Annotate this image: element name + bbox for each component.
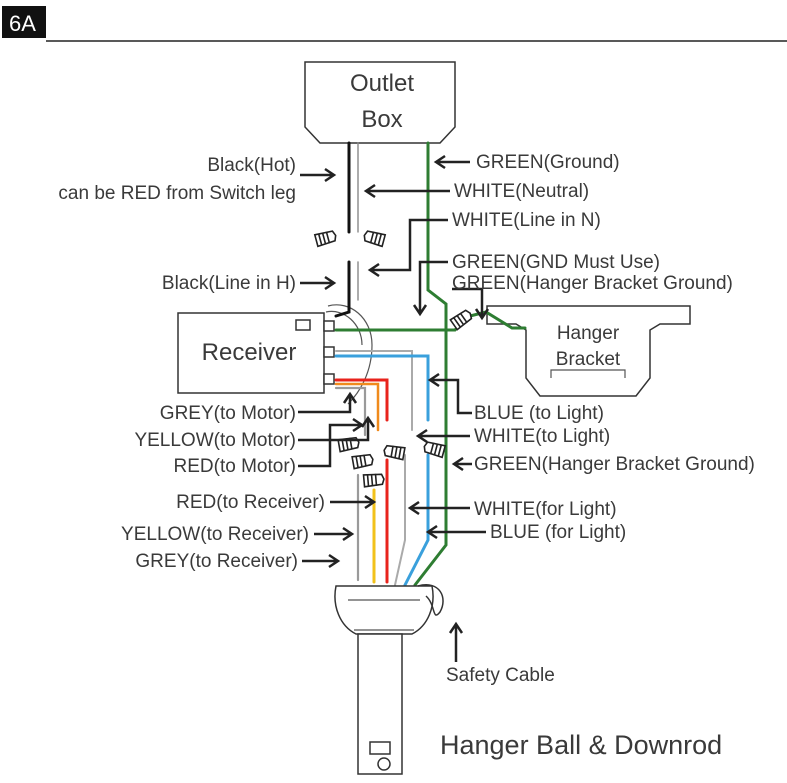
label-hanger-ball-downrod: Hanger Ball & Downrod	[440, 730, 722, 760]
wire-nut-icon	[449, 309, 473, 331]
label-white-neutral: WHITE(Neutral)	[454, 181, 589, 202]
label-green-gnd-must-use: GREEN(GND Must Use)	[452, 252, 660, 273]
outlet-box-label-line1: Outlet	[350, 70, 414, 97]
label-white-to-light: WHITE(to Light)	[474, 426, 610, 447]
labels-left: Black(Hot) can be RED from Switch leg Bl…	[58, 155, 325, 572]
wire-red-receiver	[334, 378, 389, 422]
hanger-bracket-label-line2: Bracket	[556, 349, 621, 370]
label-safety-cable: Safety Cable	[446, 665, 555, 686]
wire-orange-receiver	[334, 382, 380, 432]
label-green-ground: GREEN(Ground)	[476, 152, 620, 173]
label-black-line-in-h: Black(Line in H)	[162, 273, 296, 294]
wires	[334, 141, 527, 587]
wire-nut-icon	[313, 230, 337, 248]
label-green-hanger-bracket-ground-top: GREEN(Hanger Bracket Ground)	[452, 273, 733, 294]
label-yellow-to-receiver: YELLOW(to Receiver)	[121, 524, 309, 545]
hanger-bracket: Hanger Bracket	[486, 305, 691, 397]
wire-nut-icon	[363, 230, 387, 248]
label-white-line-in-n: WHITE(Line in N)	[452, 210, 601, 231]
label-grey-to-receiver: GREY(to Receiver)	[135, 551, 298, 572]
label-grey-to-motor: GREY(to Motor)	[160, 403, 296, 424]
wire-blue-receiver	[334, 354, 430, 422]
wire-nut-icon	[362, 473, 385, 488]
wire-blue-light	[403, 453, 430, 587]
receiver-label: Receiver	[202, 339, 297, 366]
label-black-hot-line2: can be RED from Switch leg	[58, 183, 296, 204]
label-green-hanger-bracket-ground: GREEN(Hanger Bracket Ground)	[474, 454, 755, 475]
step-badge	[2, 6, 46, 38]
outlet-box: Outlet Box	[304, 61, 456, 144]
wire-white-receiver	[335, 350, 413, 431]
outlet-box-label-line2: Box	[361, 106, 402, 133]
labels-right: GREEN(Ground) WHITE(Neutral) WHITE(Line …	[440, 152, 755, 760]
label-black-hot-line1: Black(Hot)	[207, 155, 296, 176]
callout-arrows	[298, 154, 490, 662]
wire-nut-icon	[351, 453, 374, 470]
step-badge-text: 6A	[9, 11, 36, 36]
label-white-for-light: WHITE(for Light)	[474, 499, 617, 520]
wire-green-ground	[413, 141, 448, 587]
label-red-to-receiver: RED(to Receiver)	[176, 492, 325, 513]
wire-nuts	[313, 230, 473, 488]
wire-nut-icon	[423, 441, 447, 459]
label-blue-for-light: BLUE (for Light)	[490, 522, 626, 543]
wire-nut-icon	[383, 444, 406, 461]
hanger-ball-downrod	[334, 584, 444, 775]
wire-grey-receiver	[334, 386, 367, 437]
wire-black-line-in	[334, 260, 351, 318]
label-yellow-to-motor: YELLOW(to Motor)	[134, 430, 296, 451]
label-red-to-motor: RED(to Motor)	[174, 456, 296, 477]
wire-white-light	[394, 454, 406, 586]
hanger-bracket-label-line1: Hanger	[557, 323, 620, 344]
receiver: Receiver	[177, 312, 335, 394]
safety-cable-loop	[417, 584, 444, 616]
wire-nut-icon	[337, 436, 360, 453]
label-blue-to-light: BLUE (to Light)	[474, 403, 604, 424]
